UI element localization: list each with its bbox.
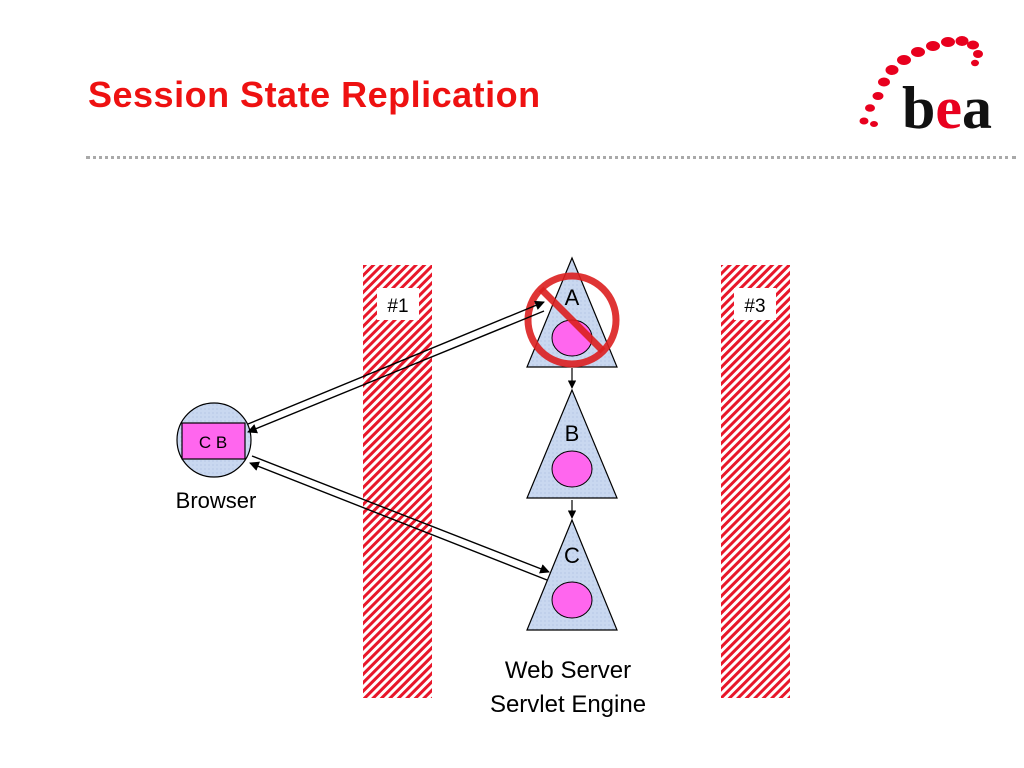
title-divider xyxy=(86,156,1016,159)
server-c-session xyxy=(551,581,593,619)
logo-wordmark: bea xyxy=(902,75,992,140)
server-b-session xyxy=(551,450,593,488)
request-browser-to-c xyxy=(251,455,550,574)
response-c-to-browser xyxy=(249,461,548,581)
session-cookie xyxy=(181,422,246,460)
browser-label: Browser xyxy=(176,488,257,513)
server-b-label: B xyxy=(565,421,580,446)
firewall-3-label: #3 xyxy=(744,296,765,317)
server-c: C xyxy=(526,518,618,631)
slide-title: Session State Replication xyxy=(88,74,541,115)
server-b: B xyxy=(526,388,618,499)
firewall-1: #1 xyxy=(363,265,432,698)
session-cookie-text: C B xyxy=(199,433,227,452)
logo-swoosh-dots xyxy=(859,36,983,127)
caption-web-server: Web Server xyxy=(505,657,631,684)
browser-node: C B Browser xyxy=(176,402,257,513)
bea-logo: bea xyxy=(859,36,992,140)
request-browser-to-a xyxy=(247,300,545,425)
server-c-label: C xyxy=(564,543,580,568)
caption-servlet-engine: Servlet Engine xyxy=(490,691,646,718)
server-a-label: A xyxy=(565,285,580,310)
server-a-failure-icon xyxy=(524,272,620,368)
firewall-1-label: #1 xyxy=(387,296,408,317)
response-a-to-browser xyxy=(247,310,545,434)
firewall-3: #3 xyxy=(721,265,790,698)
